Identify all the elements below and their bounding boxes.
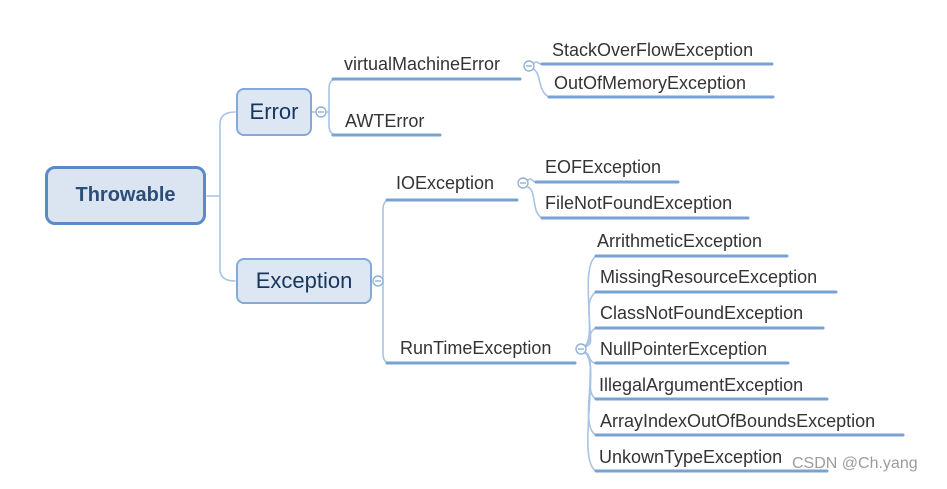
node-unkowntypeexception[interactable]: UnkownTypeException	[599, 447, 783, 467]
connector-rte-to-arrithmetic	[584, 255, 597, 347]
node-exception[interactable]: Exception	[236, 258, 372, 304]
connector-root-trunk	[219, 111, 236, 282]
node-runtimeexception[interactable]: RunTimeException	[400, 338, 552, 358]
connector-exception-trunk	[382, 199, 391, 364]
connector-rte-to-unkowntype	[584, 352, 597, 472]
watermark: CSDN @Ch.yang	[792, 455, 918, 472]
node-eofexception[interactable]: EOFException	[545, 157, 662, 177]
node-nullpointerexception[interactable]: NullPointerException	[600, 339, 768, 359]
node-filenotfoundexception[interactable]: FileNotFoundException	[545, 193, 733, 213]
node-awterror[interactable]: AWTError	[345, 111, 425, 131]
node-virtualmachineerror[interactable]: virtualMachineError	[344, 54, 501, 74]
node-arrithmeticexception[interactable]: ArrithmeticException	[597, 231, 763, 251]
connector-io-to-filenotfound	[527, 186, 543, 219]
connector-vme-to-outofmemory	[532, 68, 550, 98]
collapse-minus-icon-ioexception[interactable]	[517, 177, 529, 189]
node-throwable[interactable]: Throwable	[45, 166, 206, 225]
node-stackoverflowexception[interactable]: StackOverFlowException	[552, 40, 754, 60]
node-outofmemoryexception[interactable]: OutOfMemoryException	[554, 73, 747, 93]
connector-rte-to-missingresource	[584, 291, 597, 347]
collapse-minus-icon-runtimeexception[interactable]	[575, 343, 587, 355]
node-illegalargumentexception[interactable]: IllegalArgumentException	[599, 375, 804, 395]
node-ioexception[interactable]: IOException	[396, 173, 495, 193]
collapse-minus-icon-error[interactable]	[315, 106, 327, 118]
collapse-minus-icon-exception[interactable]	[372, 275, 384, 287]
collapse-minus-icon-virtualmachineerror[interactable]	[523, 60, 535, 72]
node-classnotfoundexception[interactable]: ClassNotFoundException	[600, 303, 804, 323]
node-error[interactable]: Error	[236, 88, 312, 136]
connector-error-trunk	[328, 78, 338, 136]
node-missingresourceexception[interactable]: MissingResourceException	[600, 267, 818, 287]
node-arrayindexoutofboundsexception[interactable]: ArrayIndexOutOfBoundsException	[600, 411, 876, 431]
connector-rte-to-classnotfound	[584, 327, 597, 348]
